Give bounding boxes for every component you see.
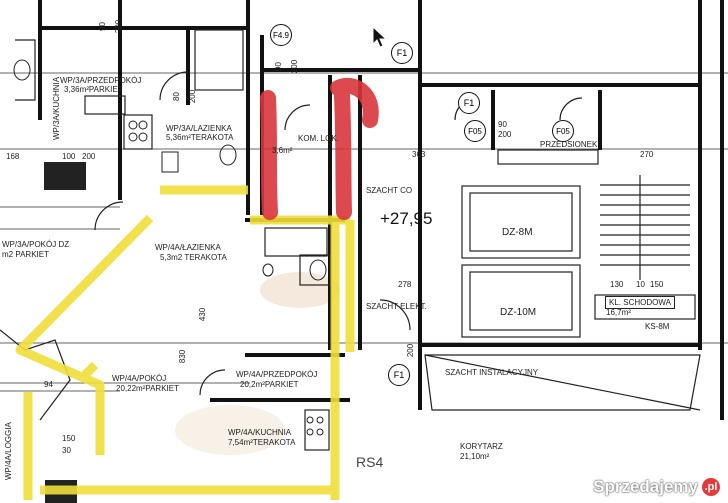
room-area-pokoj-top: 3,36m²PARKIET — [64, 85, 123, 94]
room-area-kuchnia-bottom: 7,54m²TERAKOTA — [228, 438, 296, 447]
room-label-pokoj-top: WP/3A/PRZEDPOKÓJ — [60, 76, 142, 85]
room-label-kuchnia-bottom: WP/4A/KUCHNIA — [228, 428, 292, 437]
rs-label: RS4 — [356, 454, 384, 470]
room-area-kom-lok: 3,6m² — [272, 146, 293, 155]
shaft-inst-label: SZACHT INSTALACYJNY — [445, 368, 539, 377]
room-label-lazienka-mid: WP/4A/ŁAZIENKA — [155, 243, 221, 252]
dim-label: 90 — [273, 62, 283, 71]
dim-label: 30 — [62, 446, 71, 455]
mouse-cursor-icon — [372, 26, 388, 48]
dim-label: 150 — [62, 434, 76, 443]
door-tag: F05 — [464, 120, 486, 142]
dim-label: 200 — [406, 343, 416, 358]
door-tag: F1 — [391, 42, 413, 64]
dim-label: 200 — [290, 59, 300, 74]
watermark: Sprzedajemy .pl — [593, 477, 720, 497]
dim-label: 100 — [62, 152, 76, 161]
korytarz-area: 21,10m² — [460, 452, 490, 461]
door-tag: F4.9 — [270, 24, 292, 46]
room-area-pokoj-big: 20,22m²PARKIET — [116, 384, 179, 393]
dim-label: 363 — [412, 150, 426, 159]
elevator-dz8-label: DZ-8M — [502, 227, 533, 238]
przedsionek-label: PRZEDSIONEK — [540, 140, 598, 149]
dim-label: 270 — [640, 150, 654, 159]
shaft-co-label: SZACHT CO — [366, 186, 413, 195]
korytarz-label: KORYTARZ — [460, 442, 503, 451]
elevator-dz10-label: DZ-10M — [500, 307, 537, 318]
dim-label: 168 — [6, 152, 20, 161]
door-tag: F1 — [458, 92, 480, 114]
dim-label: 200 — [498, 130, 512, 139]
watermark-badge: .pl — [702, 478, 720, 496]
dim-label: 90 — [97, 22, 107, 31]
room-label-pokoj-left: WP/3A/POKÓJ DZ — [2, 240, 70, 249]
room-area-lazienka-mid: 5,3m2 TERAKOTA — [160, 253, 227, 262]
dim-label: 10 — [636, 280, 645, 289]
dim-label: 94 — [44, 380, 53, 389]
dim-label: 200 — [82, 152, 96, 161]
dim-label: 200 — [188, 89, 198, 104]
stain — [260, 272, 340, 308]
dim-label: 130 — [610, 280, 624, 289]
room-label-kom-lok: KOM. LOK. — [298, 134, 339, 143]
shaft-elek-label: SZACHT ELEKT. — [366, 302, 427, 311]
room-label-lazienka-top: WP/3A/LAZIENKA — [166, 124, 232, 133]
elevation-mark: +27,95 — [380, 209, 433, 228]
dim-label: 430 — [198, 307, 208, 322]
dim-label: 80 — [171, 92, 181, 101]
stairs-area: 16,7m² — [606, 308, 631, 317]
door-tag: F05 — [552, 120, 574, 142]
room-label-pokoj-big: WP/4A/POKÓJ — [112, 374, 167, 383]
room-label-loggia-vert: WP/4A/LOGGIA — [4, 422, 13, 480]
door-tag: F1 — [388, 364, 410, 386]
stairs-label: KL. SCHODOWA — [605, 296, 675, 309]
room-area-pokoj-left: m2 PARKIET — [2, 250, 49, 259]
dim-label: 90 — [498, 120, 507, 129]
room-label-kuchnia-vert: WP/3A/KUCHNIA — [52, 76, 61, 140]
ks-label: KS-8M — [645, 322, 670, 331]
dim-label: 200 — [114, 19, 124, 34]
stove-block — [44, 162, 86, 190]
room-label-przedpokoj: WP/4A/PRZEDPOKÓJ — [236, 370, 318, 379]
dim-label: 830 — [178, 349, 188, 364]
dim-label: 278 — [398, 280, 412, 289]
room-area-przedpokoj: 20,2m²PARKIET — [240, 380, 299, 389]
dim-label: 150 — [650, 280, 664, 289]
watermark-text: Sprzedajemy — [593, 477, 698, 496]
room-area-lazienka-top: 5,36m²TERAKOTA — [166, 133, 234, 142]
